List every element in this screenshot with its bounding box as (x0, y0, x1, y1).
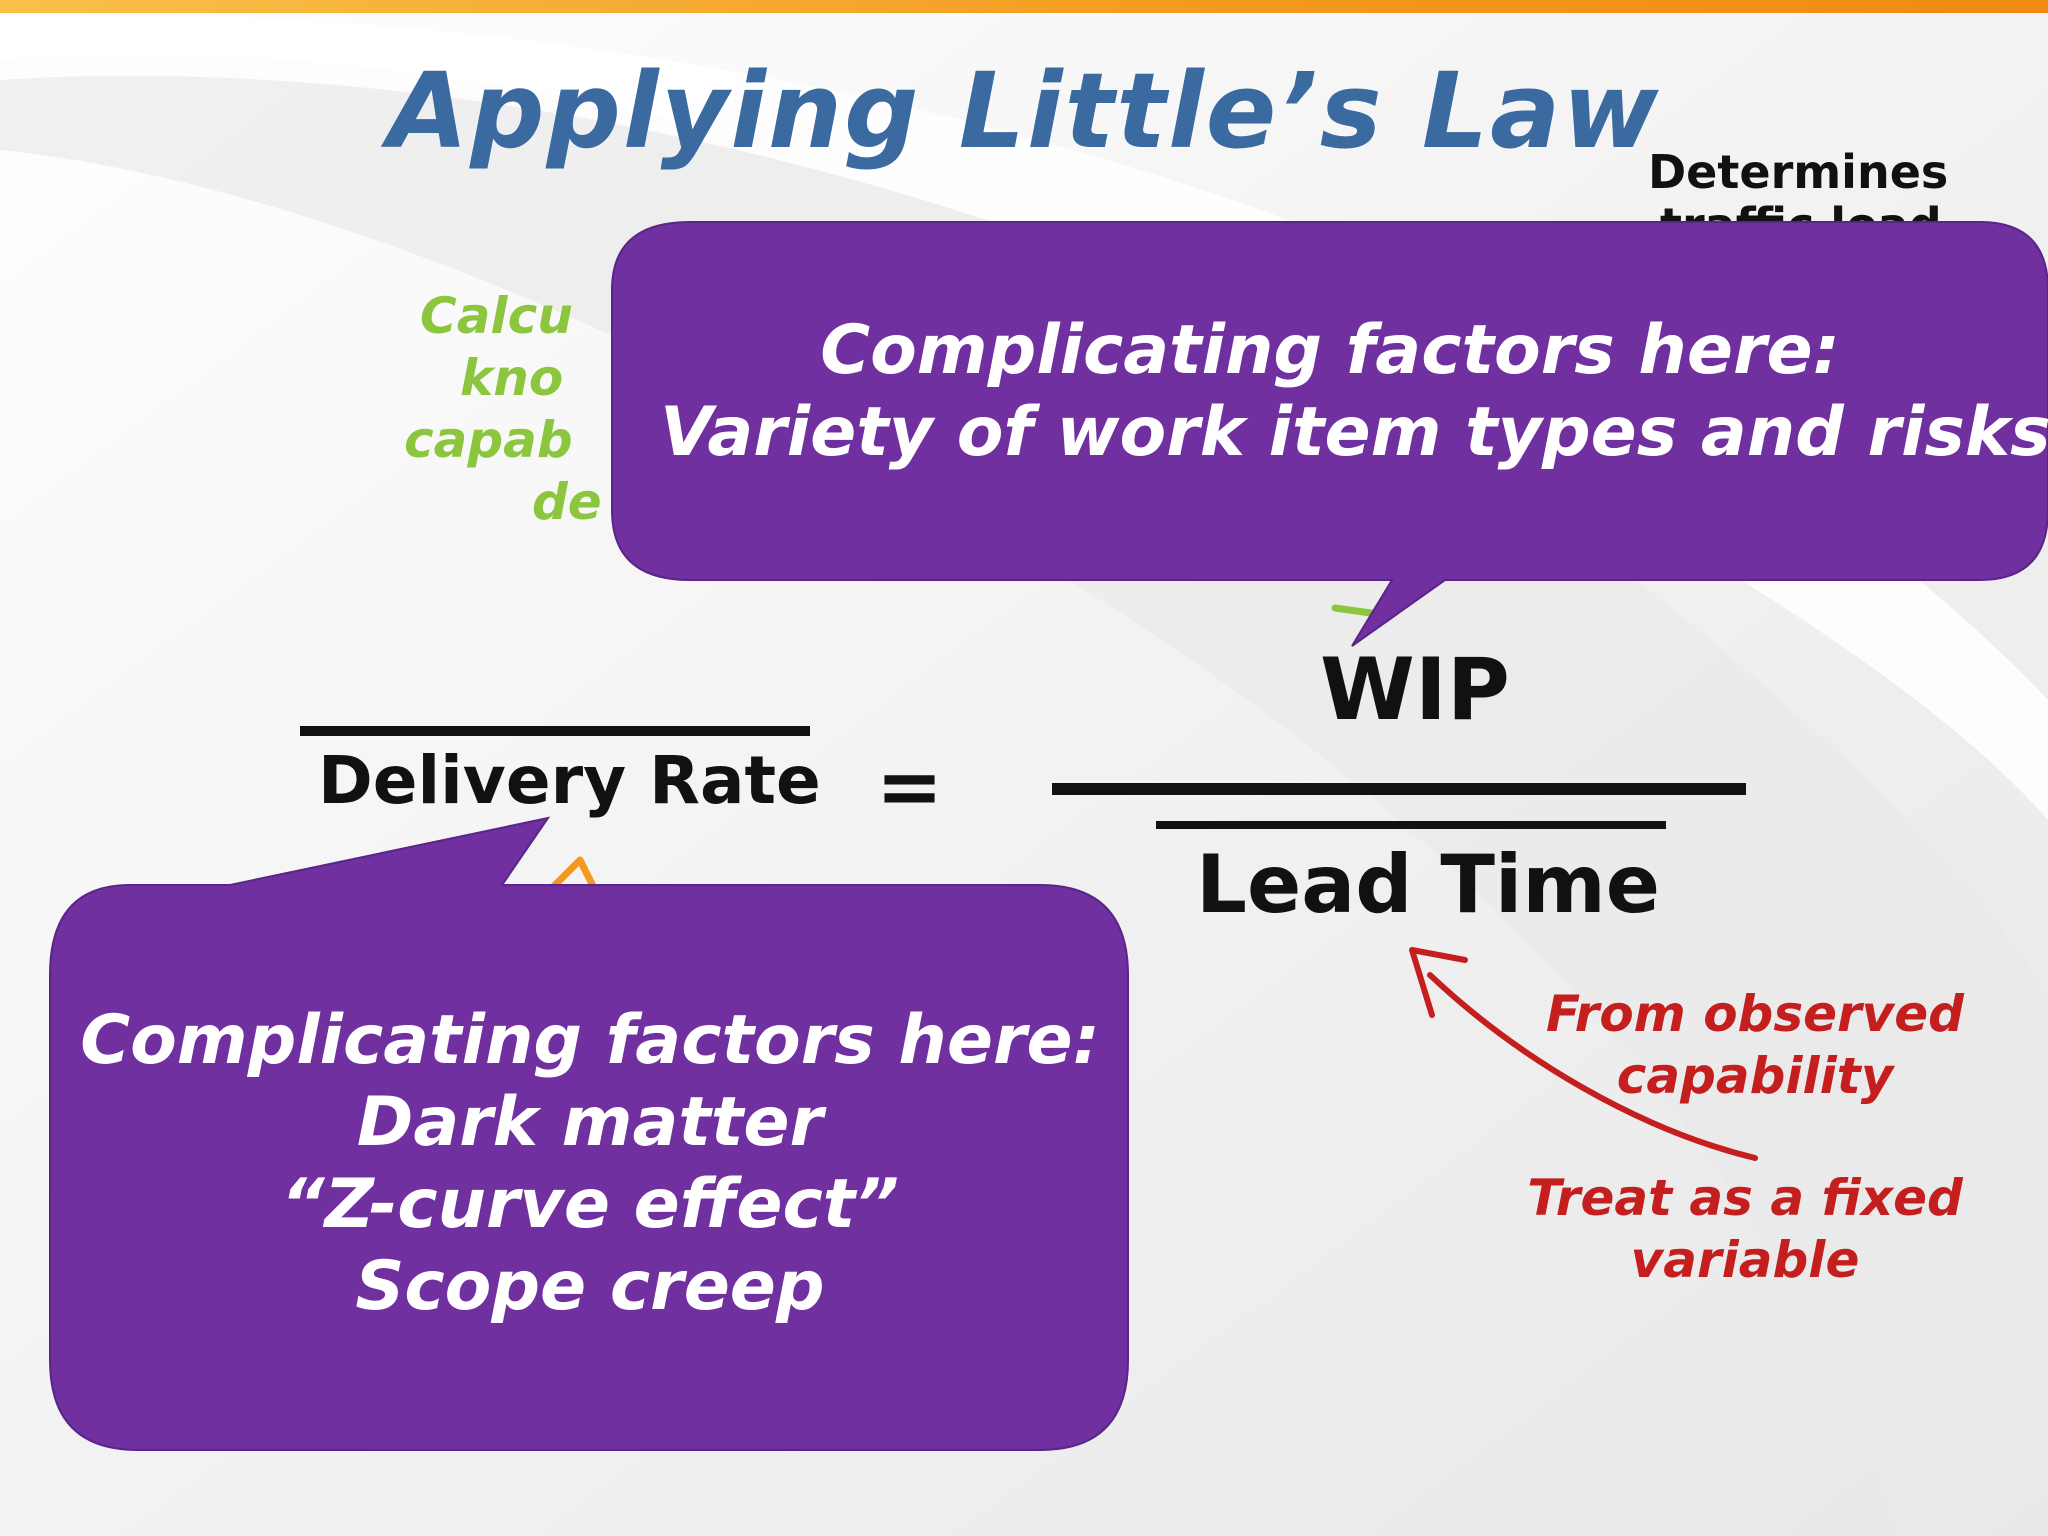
green-note-line: Calcu (420, 287, 573, 345)
fixed-note-line: variable (1630, 1231, 1860, 1289)
fixed-variable-note: Treat as a fixed variable (1520, 1167, 1970, 1291)
callout-top-line: Complicating factors here: (820, 311, 1840, 390)
observed-capability-note: From observed capability (1540, 983, 1970, 1107)
callout-bottom-line: “Z-curve effect” (280, 1165, 900, 1244)
equals-sign: = (876, 740, 944, 833)
fixed-note-line: Treat as a fixed (1527, 1169, 1963, 1227)
callout-top-shape (611, 221, 2048, 647)
delivery-rate-overline (300, 726, 810, 736)
callout-top-text: Complicating factors here: Variety of wo… (660, 310, 2048, 474)
callout-bottom-line: Scope creep (355, 1247, 825, 1326)
green-note-line: kno (460, 349, 564, 407)
green-note-line: capab (404, 411, 573, 469)
lead-time-overline (1156, 821, 1666, 829)
green-note-line: de (532, 473, 602, 531)
determines-note: Determines (1648, 145, 1949, 199)
delivery-rate-label: Delivery Rate (318, 742, 821, 819)
observed-note-line: From observed (1546, 985, 1964, 1043)
red-arrow-icon (1427, 972, 1758, 1161)
slide-title: Applying Little’s Law (387, 50, 1661, 172)
observed-note-line: capability (1616, 1047, 1894, 1105)
callout-bottom-line: Complicating factors here: (80, 1001, 1100, 1080)
lead-time-label: Lead Time (1196, 838, 1660, 931)
fraction-bar (1052, 783, 1746, 795)
callout-bottom-shape (49, 816, 1129, 1451)
wip-label: WIP (1320, 640, 1510, 740)
accent-bar (0, 0, 2048, 13)
red-arrowhead-icon (1409, 947, 1468, 1018)
callout-bottom-line: Dark matter (356, 1083, 824, 1162)
callout-top-line: Variety of work item types and risks (660, 393, 2048, 472)
callout-bottom-text: Complicating factors here: Dark matter “… (60, 1000, 1120, 1328)
green-note: Calcu kno capab de (404, 285, 680, 533)
